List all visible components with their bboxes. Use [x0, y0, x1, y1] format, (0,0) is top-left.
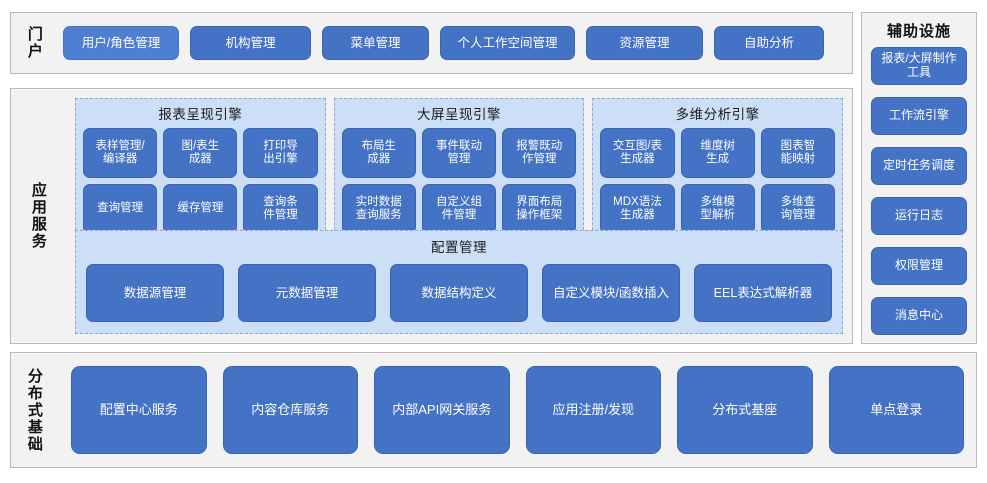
- dist-item-distributed-foundation[interactable]: 分布式基座: [677, 366, 813, 454]
- config-item-custom-module-function-insertion[interactable]: 自定义模块/函数插入: [542, 264, 680, 322]
- multidimensional-analysis-engine-title: 多维分析引擎: [675, 107, 760, 122]
- configuration-management-items: 数据源管理 元数据管理 数据结构定义 自定义模块/函数插入 EEL表达式解析器: [86, 264, 832, 322]
- portal-item-self-service-analysis[interactable]: 自助分析: [714, 26, 824, 60]
- dist-item-app-registration-discovery[interactable]: 应用注册/发现: [525, 366, 661, 454]
- aux-item-workflow-engine[interactable]: 工作流引擎: [871, 97, 967, 135]
- engine-item-multidimensional-model-parsing[interactable]: 多维模 型解析: [680, 184, 755, 234]
- multidimensional-analysis-engine-group: 多维分析引擎 交互图/表 生成器 维度树 生成 图表智 能映射 MDX语法 生成…: [592, 98, 844, 240]
- portal-item-org-management[interactable]: 机构管理: [190, 26, 311, 60]
- engine-item-cache-management[interactable]: 缓存管理: [163, 184, 238, 234]
- portal-item-personal-workspace-management[interactable]: 个人工作空间管理: [440, 26, 575, 60]
- dist-item-internal-api-gateway-service[interactable]: 内部API网关服务: [374, 366, 510, 454]
- report-rendering-engine-items: 表样管理/ 编译器 图/表生 成器 打印导 出引擎 查询管理 缓存管理 查询条 …: [83, 128, 318, 234]
- application-services-section-label: 应用服务: [29, 182, 47, 250]
- configuration-management-group: 配置管理 数据源管理 元数据管理 数据结构定义 自定义模块/函数插入 EEL表达…: [75, 230, 843, 334]
- engine-item-print-export-engine[interactable]: 打印导 出引擎: [243, 128, 318, 178]
- aux-item-permission-management[interactable]: 权限管理: [871, 247, 967, 285]
- configuration-management-title: 配置管理: [431, 240, 487, 255]
- engine-item-query-management[interactable]: 查询管理: [83, 184, 158, 234]
- distributed-infrastructure-panel: 分布式基础 配置中心服务 内容仓库服务 内部API网关服务 应用注册/发现 分布…: [10, 352, 977, 468]
- config-item-data-structure-definition[interactable]: 数据结构定义: [390, 264, 528, 322]
- aux-item-message-center[interactable]: 消息中心: [871, 297, 967, 335]
- auxiliary-facilities-title: 辅助设施: [886, 23, 951, 40]
- engine-item-chart-table-generator[interactable]: 图/表生 成器: [163, 128, 238, 178]
- portal-panel: 门户 用户/角色管理 机构管理 菜单管理 个人工作空间管理 资源管理 自助分析: [10, 12, 853, 74]
- engine-item-chart-smart-mapping[interactable]: 图表智 能映射: [760, 128, 836, 178]
- dist-item-single-sign-on[interactable]: 单点登录: [828, 366, 964, 454]
- report-rendering-engine-group: 报表呈现引擎 表样管理/ 编译器 图/表生 成器 打印导 出引擎 查询管理 缓存…: [75, 98, 326, 240]
- engine-group-list: 报表呈现引擎 表样管理/ 编译器 图/表生 成器 打印导 出引擎 查询管理 缓存…: [75, 98, 844, 240]
- engine-item-interactive-chart-table-generator[interactable]: 交互图/表 生成器: [600, 128, 675, 178]
- engine-item-layout-generator[interactable]: 布局生 成器: [341, 128, 416, 178]
- engine-item-multidimensional-query-management[interactable]: 多维查 询管理: [760, 184, 836, 234]
- distributed-infrastructure-section-label: 分布式基础: [25, 367, 43, 453]
- dashboard-rendering-engine-title: 大屏呈现引擎: [417, 107, 501, 122]
- aux-item-report-dashboard-authoring-tool[interactable]: 报表/大屏制作工具: [871, 47, 967, 85]
- config-item-eel-expression-parser[interactable]: EEL表达式解析器: [694, 264, 832, 322]
- distributed-item-list: 配置中心服务 内容仓库服务 内部API网关服务 应用注册/发现 分布式基座 单点…: [71, 366, 964, 454]
- multidimensional-analysis-engine-items: 交互图/表 生成器 维度树 生成 图表智 能映射 MDX语法 生成器 多维模 型…: [600, 128, 836, 234]
- engine-item-dimension-tree-generation[interactable]: 维度树 生成: [680, 128, 755, 178]
- portal-item-list: 用户/角色管理 机构管理 菜单管理 个人工作空间管理 资源管理 自助分析: [63, 13, 846, 73]
- auxiliary-facilities-panel: 辅助设施 报表/大屏制作工具 工作流引擎 定时任务调度 运行日志 权限管理 消息…: [861, 12, 977, 344]
- engine-item-query-condition-management[interactable]: 查询条 件管理: [243, 184, 318, 234]
- engine-item-ui-layout-operation-framework[interactable]: 界面布局 操作框架: [502, 184, 577, 234]
- report-rendering-engine-title: 报表呈现引擎: [158, 107, 243, 122]
- engine-item-report-template-management-compiler[interactable]: 表样管理/ 编译器: [83, 128, 158, 178]
- portal-item-user-role-management[interactable]: 用户/角色管理: [63, 26, 179, 60]
- engine-item-realtime-data-query-service[interactable]: 实时数据 查询服务: [341, 184, 416, 234]
- dashboard-rendering-engine-group: 大屏呈现引擎 布局生 成器 事件联动 管理 报警既动 作管理 实时数据 查询服务…: [333, 98, 585, 240]
- auxiliary-item-list: 报表/大屏制作工具 工作流引擎 定时任务调度 运行日志 权限管理 消息中心: [871, 47, 967, 335]
- application-services-panel: 应用服务 报表呈现引擎 表样管理/ 编译器 图/表生 成器 打印导 出引擎 查询…: [10, 88, 853, 344]
- dashboard-rendering-engine-items: 布局生 成器 事件联动 管理 报警既动 作管理 实时数据 查询服务 自定义组 件…: [341, 128, 577, 234]
- dist-item-config-center-service[interactable]: 配置中心服务: [71, 366, 207, 454]
- engine-item-alarm-action-management[interactable]: 报警既动 作管理: [502, 128, 577, 178]
- portal-item-menu-management[interactable]: 菜单管理: [322, 26, 429, 60]
- config-item-data-source-management[interactable]: 数据源管理: [86, 264, 224, 322]
- config-item-metadata-management[interactable]: 元数据管理: [238, 264, 376, 322]
- engine-item-event-linkage-management[interactable]: 事件联动 管理: [421, 128, 497, 178]
- aux-item-runtime-log[interactable]: 运行日志: [871, 197, 967, 235]
- application-services-body: 报表呈现引擎 表样管理/ 编译器 图/表生 成器 打印导 出引擎 查询管理 缓存…: [75, 98, 844, 334]
- portal-item-resource-management[interactable]: 资源管理: [586, 26, 703, 60]
- engine-item-mdx-syntax-generator[interactable]: MDX语法 生成器: [600, 184, 675, 234]
- dist-item-content-repository-service[interactable]: 内容仓库服务: [222, 366, 358, 454]
- aux-item-scheduled-task-scheduler[interactable]: 定时任务调度: [871, 147, 967, 185]
- engine-item-custom-component-management[interactable]: 自定义组 件管理: [421, 184, 497, 234]
- portal-section-label: 门户: [25, 26, 43, 60]
